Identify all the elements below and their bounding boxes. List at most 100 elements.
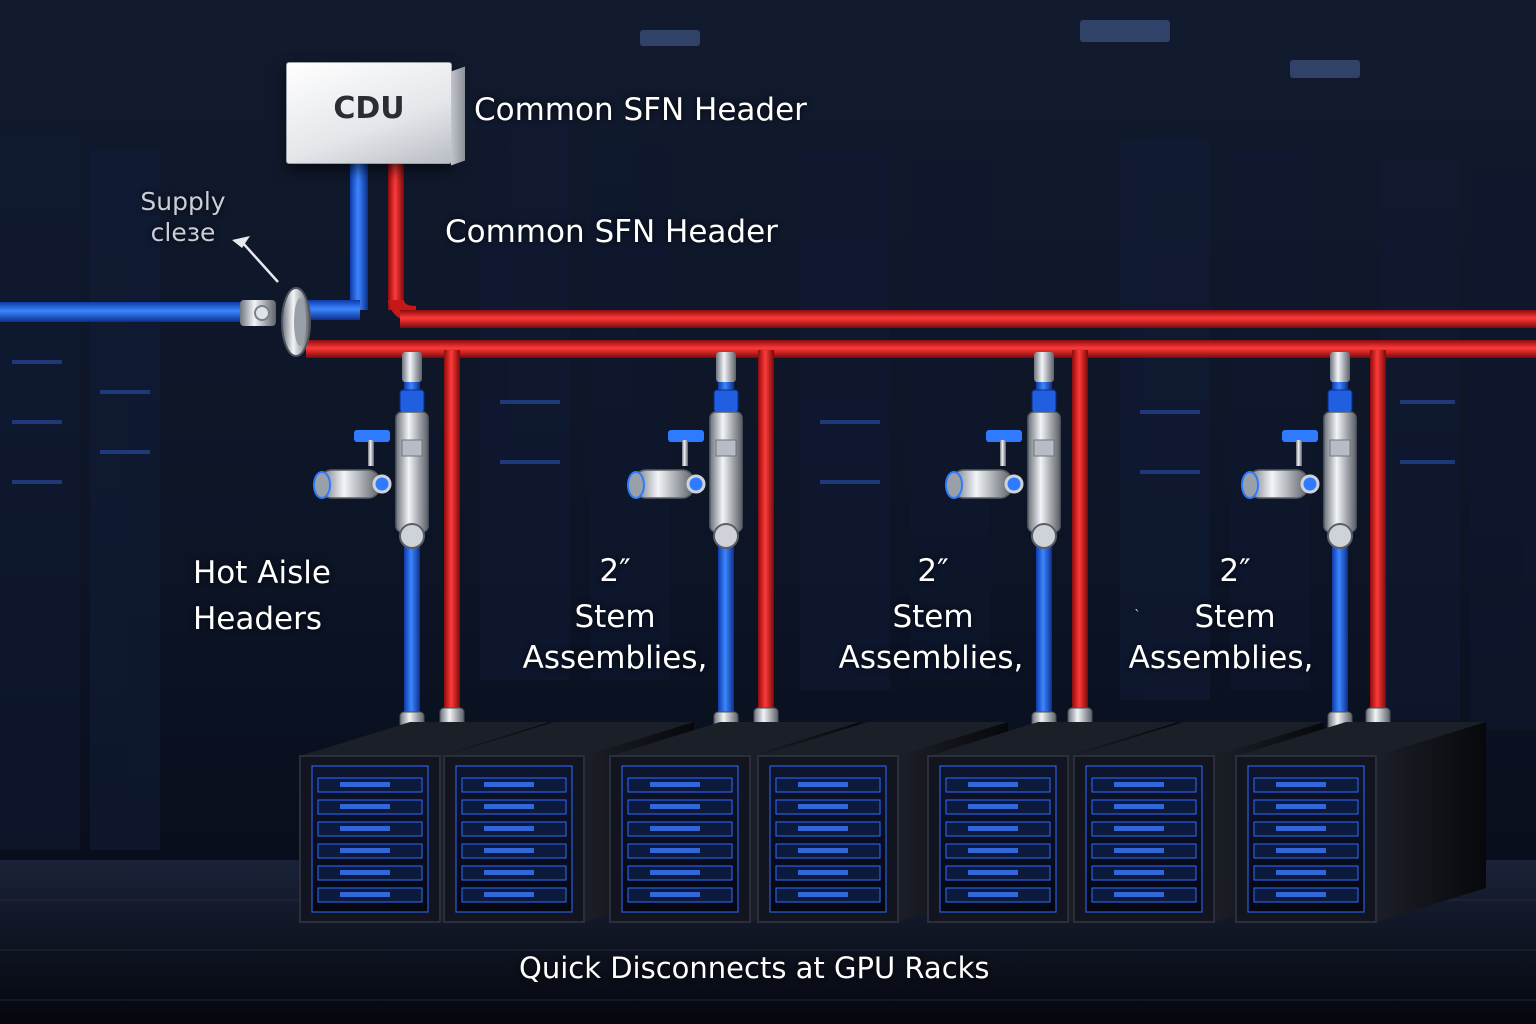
strainer-cap <box>945 471 963 499</box>
stem-line2-3: Assemblies, <box>1128 640 1314 676</box>
server-led-strip <box>968 892 1018 897</box>
gauge-port <box>686 474 706 494</box>
gauge-port <box>1004 474 1024 494</box>
valve-handle <box>354 430 390 442</box>
header-label-mid: Common SFN Header <box>445 214 778 250</box>
server-led-strip <box>1114 848 1164 853</box>
server-led-strip <box>340 870 390 875</box>
rack-top <box>444 722 694 756</box>
server-led-strip <box>340 782 390 787</box>
stem-assembly-2 <box>627 350 779 747</box>
strainer-cap <box>313 471 331 499</box>
gauge-port <box>1300 474 1320 494</box>
supply-label-line2: cleɜe <box>150 218 216 247</box>
server-led-strip <box>968 826 1018 831</box>
cdu-side-panel <box>451 66 465 166</box>
stem-line2-2: Assemblies, <box>838 640 1024 676</box>
union-nut <box>713 523 739 549</box>
blue-coupler <box>713 389 739 413</box>
server-led-strip <box>650 892 700 897</box>
gpu-rack-4 <box>757 722 1008 923</box>
stem-size-2: 2″ <box>917 553 949 589</box>
supply-label-line1: Supply <box>140 187 226 216</box>
gauge-port <box>372 474 392 494</box>
server-led-strip <box>340 826 390 831</box>
return-riser <box>444 350 460 720</box>
valve-window <box>401 439 423 457</box>
stem-label-2: 2″ Stem <box>858 548 1008 640</box>
valve-body <box>395 411 429 533</box>
stem-assembly-4 <box>1241 350 1391 747</box>
server-led-strip <box>798 826 848 831</box>
stem-line2-1: Assemblies, <box>522 640 708 676</box>
union-nut <box>1031 523 1057 549</box>
stem-line1-1: Stem <box>574 599 656 635</box>
server-led-strip <box>484 804 534 809</box>
server-led-strip <box>650 870 700 875</box>
valve-body <box>709 411 743 533</box>
rack-top <box>928 722 1178 756</box>
blue-coupler <box>1031 389 1057 413</box>
stray-mark: ˎ <box>1134 596 1141 612</box>
return-riser <box>1072 350 1088 720</box>
return-riser <box>758 350 774 720</box>
server-led-strip <box>650 782 700 787</box>
return-riser <box>1370 350 1386 720</box>
gpu-rack-7 <box>1235 722 1486 923</box>
server-led-strip <box>968 848 1018 853</box>
blue-coupler <box>1327 389 1353 413</box>
union-nut <box>1327 523 1353 549</box>
handle-stem <box>1000 440 1006 466</box>
handle-stem <box>368 440 374 466</box>
server-led-strip <box>340 804 390 809</box>
valve-window <box>715 439 737 457</box>
header-label-top: Common SFN Header <box>474 92 807 128</box>
server-led-strip <box>1276 804 1326 809</box>
server-led-strip <box>484 870 534 875</box>
hot-aisle-line1: Hot Aisle <box>193 555 331 591</box>
valve-body <box>1027 411 1061 533</box>
server-led-strip <box>484 826 534 831</box>
server-led-strip <box>798 782 848 787</box>
handle-stem <box>682 440 688 466</box>
server-led-strip <box>340 892 390 897</box>
rack-top <box>1236 722 1486 756</box>
hot-aisle-line2: Headers <box>193 601 323 637</box>
rack-top <box>758 722 1008 756</box>
server-led-strip <box>650 826 700 831</box>
server-led-strip <box>1114 804 1164 809</box>
tee-fitting <box>716 352 736 382</box>
server-led-strip <box>1276 870 1326 875</box>
server-led-strip <box>1114 892 1164 897</box>
server-led-strip <box>484 892 534 897</box>
hot-aisle-label: Hot Aisle Headers <box>193 550 331 642</box>
server-led-strip <box>1114 782 1164 787</box>
server-led-strip <box>798 848 848 853</box>
rack-top <box>300 722 550 756</box>
handle-stem <box>1296 440 1302 466</box>
valve-handle <box>1282 430 1318 442</box>
server-led-strip <box>340 848 390 853</box>
server-led-strip <box>650 848 700 853</box>
stem-size-1: 2″ <box>599 553 631 589</box>
server-led-strip <box>1276 892 1326 897</box>
cdu-unit: CDU <box>286 62 465 166</box>
union-nut <box>399 523 425 549</box>
strainer-cap <box>627 471 645 499</box>
server-led-strip <box>1276 782 1326 787</box>
stem-label-3: 2″ Stem <box>1160 548 1310 640</box>
supply-label: Supply cleɜe <box>128 186 238 248</box>
server-led-strip <box>484 848 534 853</box>
valve-window <box>1329 439 1351 457</box>
server-led-strip <box>1114 870 1164 875</box>
server-led-strip <box>968 804 1018 809</box>
cdu-label: CDU <box>333 91 405 126</box>
server-led-strip <box>1276 826 1326 831</box>
server-led-strip <box>798 892 848 897</box>
blue-coupler <box>399 389 425 413</box>
server-led-strip <box>968 870 1018 875</box>
server-led-strip <box>1114 826 1164 831</box>
rack-side <box>1376 722 1486 922</box>
